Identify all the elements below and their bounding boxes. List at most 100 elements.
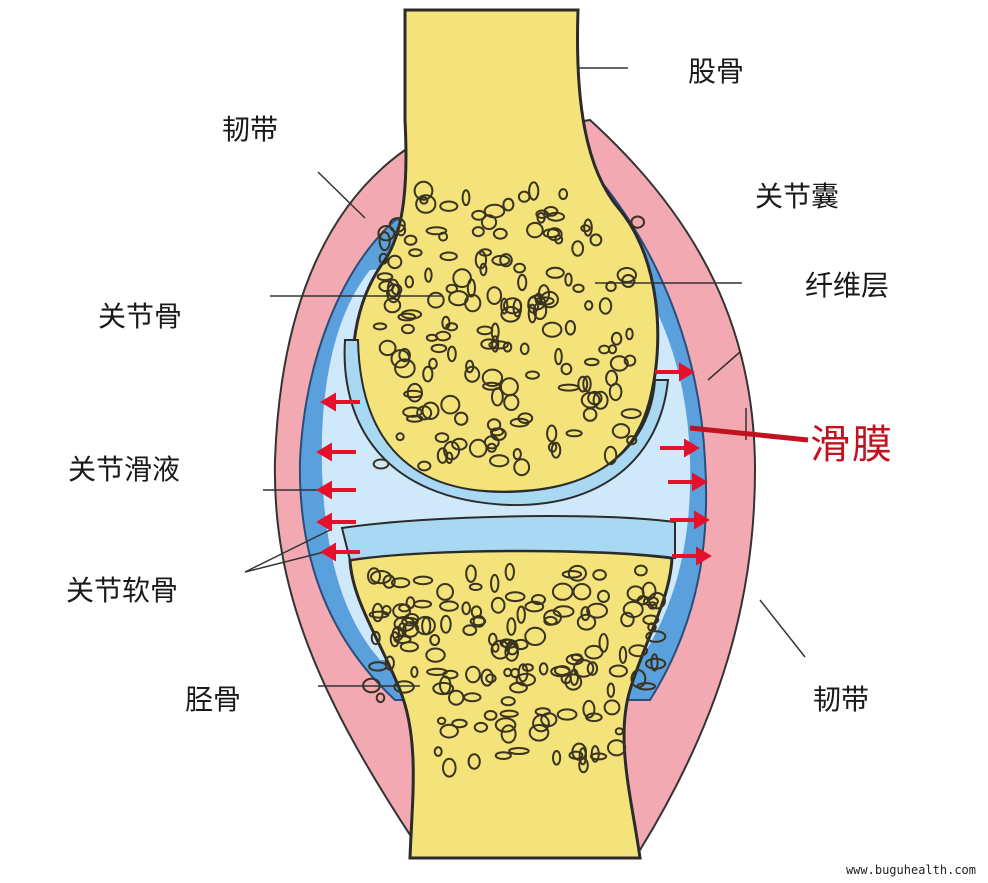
bone-pore bbox=[402, 621, 420, 638]
bone-pore bbox=[430, 343, 448, 354]
bone-pore bbox=[578, 747, 587, 766]
bone-pore bbox=[616, 267, 637, 283]
leader-lines bbox=[244, 67, 806, 687]
bone-pore bbox=[442, 757, 457, 778]
bone-pore bbox=[541, 321, 563, 338]
bone-pore bbox=[480, 338, 498, 350]
bone-pore bbox=[439, 200, 459, 212]
bone-pore bbox=[452, 268, 472, 289]
bone-pore bbox=[513, 638, 529, 651]
label-articular-bone: 关节骨 bbox=[98, 300, 183, 333]
bone-pore bbox=[567, 564, 588, 582]
bone-pore bbox=[589, 233, 603, 247]
bone-pore bbox=[370, 630, 381, 646]
bone-pore bbox=[486, 286, 503, 306]
bone-pore bbox=[571, 653, 583, 662]
bone-pore bbox=[372, 458, 390, 470]
bone-pore bbox=[500, 297, 509, 315]
bone-pore bbox=[481, 368, 504, 387]
bone-pore bbox=[512, 448, 522, 461]
bone-pore bbox=[577, 375, 589, 393]
bone-pore bbox=[389, 631, 400, 648]
bone-pore bbox=[620, 408, 642, 420]
bone-pore bbox=[439, 600, 459, 612]
bone-pore bbox=[435, 330, 452, 342]
bone-pore bbox=[483, 435, 500, 450]
bone-pore bbox=[468, 438, 488, 458]
bone-pore bbox=[558, 188, 569, 201]
bone-pore bbox=[584, 357, 600, 367]
bone-pore bbox=[405, 596, 416, 610]
bone-pore bbox=[381, 605, 392, 616]
bone-pore bbox=[433, 746, 443, 757]
bone-pore bbox=[620, 611, 635, 628]
bone-pore bbox=[556, 708, 578, 721]
bone-pore bbox=[483, 710, 498, 721]
bone-pore bbox=[372, 322, 388, 331]
bone-pore bbox=[439, 723, 459, 739]
bone-pore bbox=[580, 606, 591, 622]
bone-pore bbox=[382, 574, 396, 589]
bone-pore bbox=[424, 267, 433, 283]
flow-arrow-head bbox=[316, 512, 332, 532]
label-tibia: 胫骨 bbox=[185, 683, 242, 716]
bone-pore bbox=[390, 577, 411, 589]
bone-pore bbox=[490, 639, 510, 660]
bone-pore bbox=[550, 441, 562, 459]
bone-pore bbox=[603, 699, 621, 716]
synovium-pointer-line bbox=[689, 425, 809, 443]
bone-pore bbox=[564, 673, 583, 691]
flow-arrow-head bbox=[694, 510, 710, 530]
bone-pore bbox=[427, 291, 445, 309]
bone-pore bbox=[605, 281, 617, 292]
bone-pore bbox=[421, 401, 440, 420]
bone-pore bbox=[442, 669, 459, 680]
bone-pore bbox=[436, 716, 447, 726]
bone-pore bbox=[443, 440, 461, 461]
bone-pore bbox=[542, 228, 560, 239]
bone-pore bbox=[509, 681, 528, 694]
bone-pore bbox=[540, 712, 558, 727]
bone-pore bbox=[546, 424, 558, 443]
bone-pore bbox=[582, 375, 592, 393]
bone-pore bbox=[440, 614, 452, 634]
bone-pore bbox=[429, 634, 441, 646]
bone-pore bbox=[582, 699, 596, 719]
bone-pore bbox=[504, 562, 515, 581]
watermark: www.buguhealth.com bbox=[845, 863, 976, 877]
bone-pore bbox=[480, 668, 494, 687]
bone-pore bbox=[554, 665, 571, 677]
flow-arrow-head bbox=[696, 546, 712, 566]
bone-pore bbox=[500, 306, 521, 323]
bone-pore bbox=[606, 682, 616, 698]
bone-pore bbox=[611, 423, 631, 439]
bone-pore bbox=[403, 234, 418, 246]
bone-pore bbox=[650, 653, 659, 672]
bone-pore bbox=[486, 442, 497, 453]
flow-arrow-head bbox=[320, 392, 336, 412]
bone-pore bbox=[528, 181, 540, 201]
bone-pore bbox=[552, 605, 575, 618]
bone-pore bbox=[440, 394, 461, 415]
bone-pore bbox=[499, 253, 513, 268]
bone-pore bbox=[503, 393, 520, 411]
bone-pore bbox=[383, 297, 402, 314]
bone-pore bbox=[571, 240, 585, 257]
bone-pore bbox=[554, 234, 564, 245]
bone-pore bbox=[471, 226, 485, 238]
bone-pore bbox=[468, 582, 483, 592]
bone-pore bbox=[524, 626, 547, 647]
bone-pore bbox=[630, 215, 646, 229]
flow-arrow-head bbox=[684, 438, 700, 458]
bone-pore bbox=[378, 231, 391, 252]
bone-pore bbox=[551, 582, 574, 601]
bone-pore bbox=[561, 570, 583, 579]
bone-pore bbox=[480, 214, 498, 231]
bone-pore bbox=[586, 661, 599, 676]
bone-pore bbox=[425, 226, 448, 236]
bone-pore bbox=[584, 300, 594, 311]
bone-pore bbox=[519, 342, 530, 356]
bone-pore bbox=[491, 335, 500, 353]
label-femur: 股骨 bbox=[688, 55, 745, 88]
bone-pore bbox=[397, 312, 417, 322]
